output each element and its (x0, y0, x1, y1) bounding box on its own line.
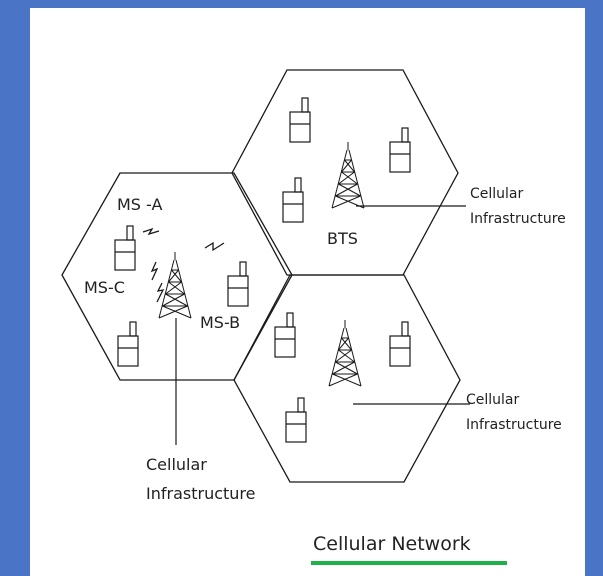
label-infra-left-line2: Infrastructure (146, 484, 255, 503)
label-infra-lower-line2: Infrastructure (466, 417, 562, 433)
title-underline (311, 561, 507, 565)
lightning-signal-icon (142, 227, 160, 236)
label-infra-top-line1: Cellular (470, 186, 524, 202)
lightning-signal-icon (150, 261, 159, 281)
label-bts: BTS (327, 229, 358, 248)
diagram-title: Cellular Network (313, 533, 471, 555)
lightning-signal-icon (156, 282, 165, 303)
hexagon-cell-bottom (233, 274, 461, 483)
label-infra-top-line2: Infrastructure (470, 211, 566, 227)
label-infra-left-line1: Cellular (146, 455, 207, 474)
label-ms-a: MS -A (117, 195, 162, 214)
hexagon-cell-top (231, 69, 459, 276)
label-infra-lower-line1: Cellular (466, 392, 520, 408)
lightning-signal-icon (204, 241, 225, 252)
label-ms-c: MS-C (84, 278, 125, 297)
label-ms-b: MS-B (200, 313, 240, 332)
